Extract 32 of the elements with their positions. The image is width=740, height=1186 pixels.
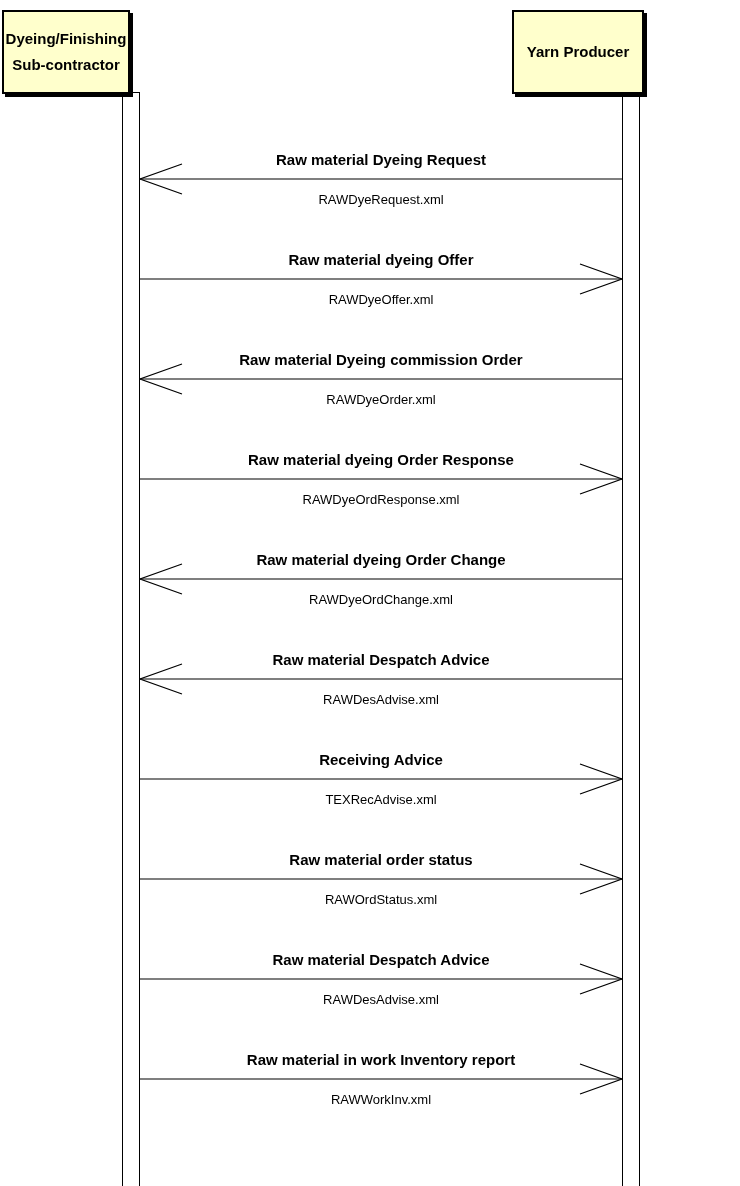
message-label: Raw material dyeing Order Response — [247, 451, 515, 468]
file-name: RAWDyeOrder.xml — [326, 392, 436, 407]
file-name: RAWOrdStatus.xml — [324, 892, 438, 907]
message-arrow — [139, 963, 623, 995]
message-label: Raw material Dyeing Request — [274, 151, 488, 168]
message-arrow — [139, 263, 623, 295]
message-arrow — [139, 563, 623, 595]
message-arrow — [139, 863, 623, 895]
message-arrow — [139, 663, 623, 695]
participant-name: Dyeing/Finishing Sub-contractor — [5, 29, 127, 75]
participant-name: Yarn Producer — [526, 42, 630, 62]
file-name: RAWDesAdvise.xml — [323, 692, 439, 707]
file-name: RAWWorkInv.xml — [330, 1092, 432, 1107]
file-name: TEXRecAdvise.xml — [325, 792, 437, 807]
message-arrow — [139, 1063, 623, 1095]
message-label: Raw material dyeing Offer — [287, 251, 475, 268]
message-label: Raw material in work Inventory report — [245, 1051, 517, 1068]
message-arrow — [139, 163, 623, 195]
file-name: RAWDyeRequest.xml — [318, 192, 444, 207]
message-arrow — [139, 463, 623, 495]
message-arrow — [139, 363, 623, 395]
message-arrow — [139, 763, 623, 795]
message-label: Raw material dyeing Order Change — [255, 551, 507, 568]
file-name: RAWDesAdvise.xml — [323, 992, 439, 1007]
message-label: Raw material order status — [288, 851, 474, 868]
file-name: RAWDyeOrdChange.xml — [309, 592, 453, 607]
message-label: Raw material Despatch Advice — [271, 951, 491, 968]
file-name: RAWDyeOffer.xml — [328, 292, 434, 307]
message-label: Receiving Advice — [318, 751, 444, 768]
message-label: Raw material Despatch Advice — [271, 651, 491, 668]
file-name: RAWDyeOrdResponse.xml — [302, 492, 460, 507]
message-label: Raw material Dyeing commission Order — [238, 351, 524, 368]
